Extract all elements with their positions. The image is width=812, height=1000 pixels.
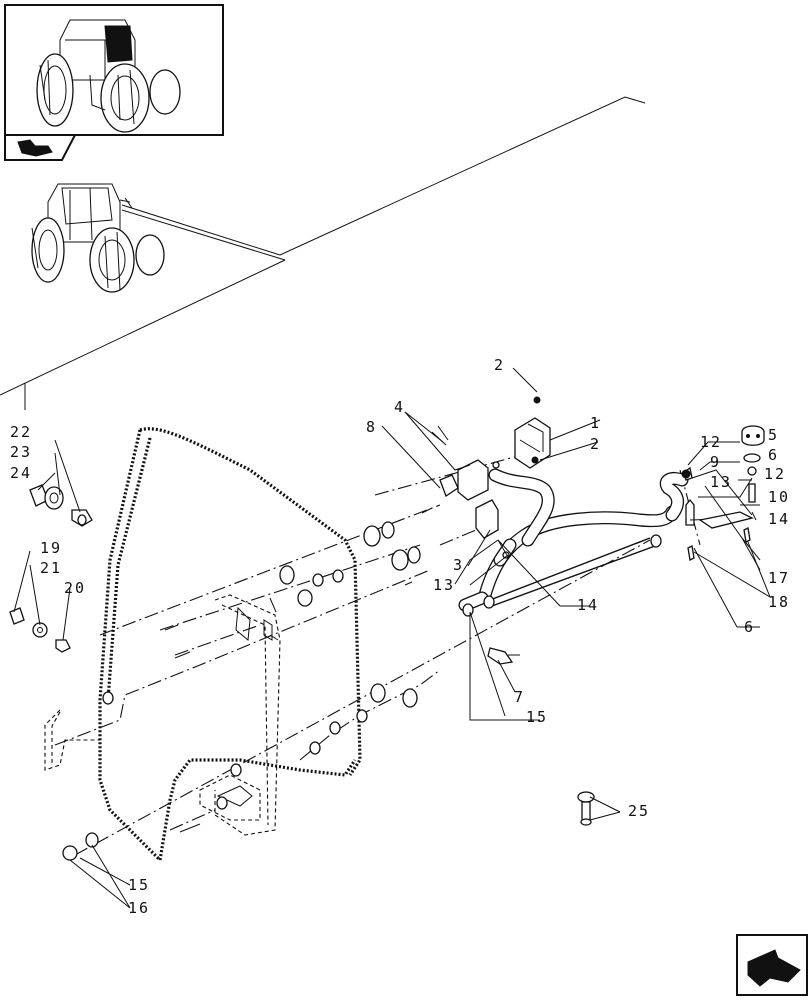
callout-14-left: 14 (577, 596, 599, 614)
mounting-panel (44, 427, 362, 862)
callout-labels: 2 1 2 4 8 3 13 14 7 15 6 12 9 13 5 6 12 … (10, 356, 790, 917)
callout-9: 8 (366, 418, 377, 436)
protective-cap (514, 417, 551, 469)
car-page-icon (17, 139, 53, 157)
callout-12-right: 12 (764, 465, 786, 483)
support-bracket (199, 594, 281, 836)
zoom-lines (0, 96, 646, 410)
callout-2: 2 (590, 435, 601, 453)
callout-18: 18 (768, 593, 790, 611)
callout-8: 6 (744, 618, 755, 636)
callout-1: 1 (590, 414, 601, 432)
valve-block (431, 396, 541, 559)
callout-16: 16 (128, 899, 150, 917)
assembly-centerlines (54, 449, 701, 856)
nav-tab[interactable] (4, 134, 76, 161)
callout-6: 6 (768, 446, 779, 464)
callout-23: 23 (10, 443, 32, 461)
next-page-button[interactable] (736, 934, 808, 996)
callout-22: 22 (10, 423, 32, 441)
callout-7: 7 (514, 688, 525, 706)
callout-11: 10 (768, 488, 790, 506)
callout-2-top: 2 (494, 356, 505, 374)
callout-5: 5 (768, 426, 779, 444)
callout-21: 21 (40, 559, 62, 577)
callout-24: 24 (10, 464, 32, 482)
fittings (102, 507, 520, 833)
callout-25: 25 (628, 802, 650, 820)
tractor-thumbnail-icon (36, 19, 181, 133)
callout-13-left: 13 (433, 576, 455, 594)
tractor-thumbnail-frame (4, 4, 224, 136)
callout-19: 19 (40, 539, 62, 557)
callout-20: 20 (64, 579, 86, 597)
callout-15-bottom: 15 (128, 876, 150, 894)
washer-hose-assembly (458, 468, 689, 612)
leader-lines (13, 367, 771, 909)
callout-15-mid: 15 (526, 708, 548, 726)
left-small-parts (9, 484, 595, 861)
arrow-icon (747, 949, 801, 987)
callout-10: 9 (710, 453, 721, 471)
right-fittings (681, 425, 765, 561)
callout-13-right: 13 (710, 473, 732, 491)
callout-4: 4 (394, 398, 405, 416)
callout-12-left: 12 (700, 433, 722, 451)
callout-17: 17 (768, 569, 790, 587)
callout-3: 3 (453, 556, 464, 574)
tractor-reference-icon (31, 183, 165, 293)
callout-14-right: 14 (768, 510, 790, 528)
